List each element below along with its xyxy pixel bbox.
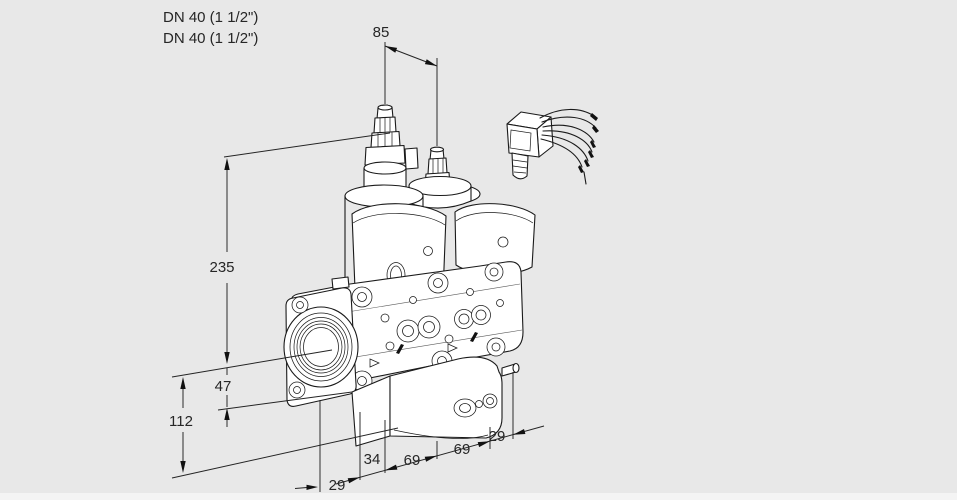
cable-connector bbox=[506, 108, 599, 185]
dim-label-29-right: 29 bbox=[489, 428, 506, 445]
flow-arrow-icon bbox=[369, 358, 380, 368]
dim-label-85: 85 bbox=[373, 24, 390, 41]
dim-85 bbox=[384, 42, 438, 146]
dim-label-69-a: 69 bbox=[404, 452, 421, 469]
dim-label-235: 235 bbox=[209, 259, 234, 276]
dim-29-left bbox=[294, 400, 321, 492]
dim-112 bbox=[180, 377, 186, 473]
port-size-label-1: DN 40 (1 1/2") bbox=[163, 9, 258, 26]
solenoid-left bbox=[344, 104, 424, 292]
flow-arrow-icon bbox=[447, 343, 458, 353]
dim-47 bbox=[224, 368, 230, 427]
dim-label-29-left: 29 bbox=[329, 477, 346, 494]
cable-wires bbox=[539, 108, 599, 185]
page-bottom-strip bbox=[0, 493, 957, 500]
inlet-flange bbox=[283, 276, 359, 407]
port-size-label-2: DN 40 (1 1/2") bbox=[163, 30, 258, 47]
dim-label-47: 47 bbox=[215, 378, 232, 395]
bottom-unit bbox=[351, 356, 520, 447]
dim-label-112: 112 bbox=[169, 413, 193, 430]
dim-label-69-b: 69 bbox=[454, 441, 471, 458]
dim-chain-bottom bbox=[335, 372, 545, 485]
dim-label-34: 34 bbox=[364, 451, 381, 468]
solenoid-right bbox=[401, 146, 481, 209]
dim-235 bbox=[223, 132, 391, 364]
